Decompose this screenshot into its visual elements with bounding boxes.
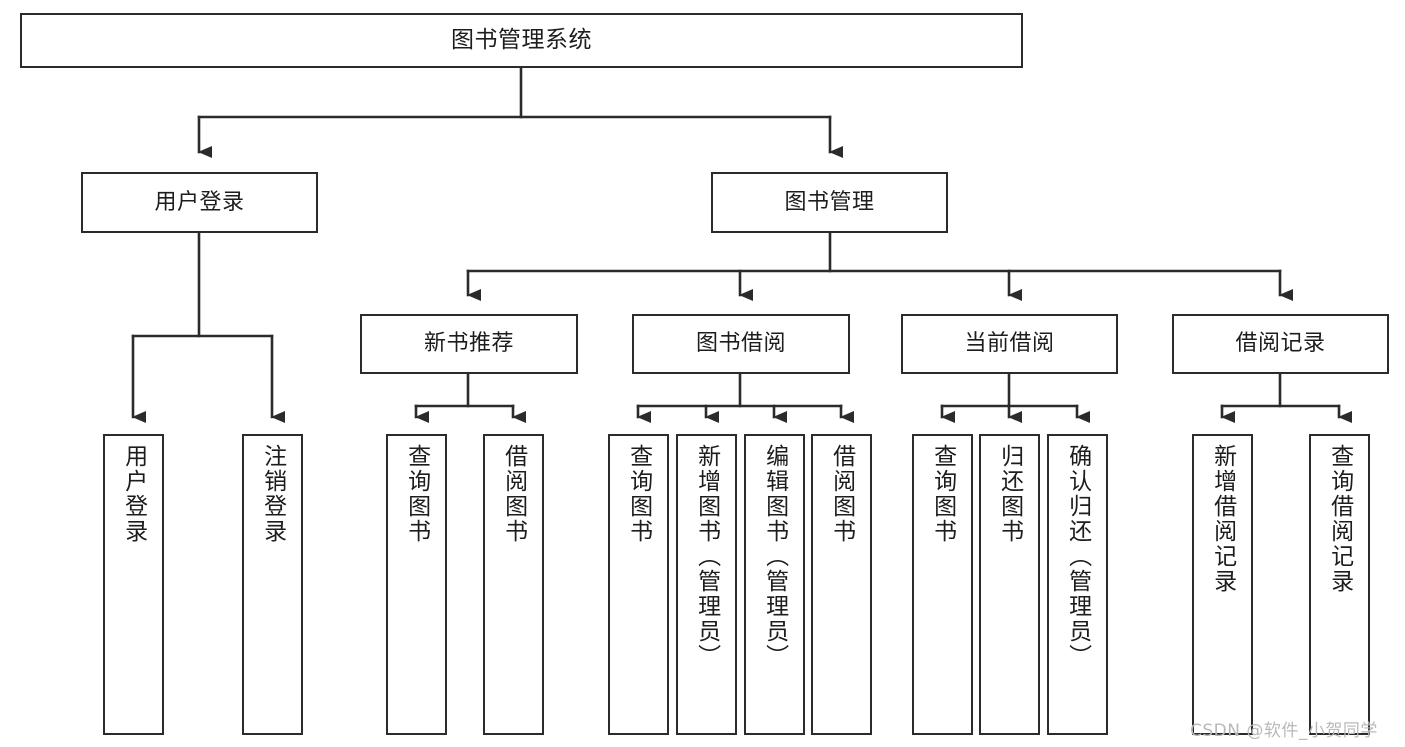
node-leaf-return-book[interactable]: 归还图书 (979, 434, 1040, 735)
node-root-label: 图书管理系统 (451, 26, 592, 53)
node-new-book-rec-label: 新书推荐 (423, 331, 514, 357)
node-leaf-borrow-book-1-label: 借阅图书 (500, 444, 527, 544)
node-leaf-add-borrow-record-label: 新增借阅记录 (1209, 444, 1236, 594)
node-leaf-borrow-book-1[interactable]: 借阅图书 (483, 434, 544, 735)
node-book-borrow-label: 图书借阅 (695, 331, 786, 357)
node-leaf-user-login-label: 用户登录 (120, 444, 147, 544)
node-leaf-add-book-admin-label: 新增图书（管理员） (693, 444, 720, 669)
node-new-book-rec[interactable]: 新书推荐 (360, 314, 578, 374)
node-leaf-return-book-label: 归还图书 (996, 444, 1023, 544)
node-current-borrow-label: 当前借阅 (964, 331, 1055, 357)
node-book-borrow[interactable]: 图书借阅 (632, 314, 850, 374)
node-borrow-record[interactable]: 借阅记录 (1172, 314, 1389, 374)
node-book-manage-label: 图书管理 (784, 189, 875, 215)
node-current-borrow[interactable]: 当前借阅 (901, 314, 1118, 374)
node-leaf-query-book-2[interactable]: 查询图书 (608, 434, 669, 735)
node-leaf-query-book-3-label: 查询图书 (929, 444, 956, 544)
node-leaf-confirm-return-admin-label: 确认归还（管理员） (1064, 444, 1091, 669)
node-book-manage[interactable]: 图书管理 (711, 172, 948, 233)
node-root[interactable]: 图书管理系统 (20, 13, 1023, 68)
node-leaf-borrow-book-2[interactable]: 借阅图书 (811, 434, 872, 735)
node-user-login[interactable]: 用户登录 (81, 172, 318, 233)
node-leaf-add-book-admin[interactable]: 新增图书（管理员） (676, 434, 737, 735)
node-leaf-query-borrow-record-label: 查询借阅记录 (1326, 444, 1353, 594)
node-leaf-query-book-1[interactable]: 查询图书 (386, 434, 447, 735)
node-leaf-borrow-book-2-label: 借阅图书 (828, 444, 855, 544)
node-leaf-query-borrow-record[interactable]: 查询借阅记录 (1309, 434, 1370, 735)
node-leaf-edit-book-admin-label: 编辑图书（管理员） (761, 444, 788, 669)
node-leaf-confirm-return-admin[interactable]: 确认归还（管理员） (1047, 434, 1108, 735)
node-borrow-record-label: 借阅记录 (1235, 331, 1326, 357)
node-leaf-add-borrow-record[interactable]: 新增借阅记录 (1192, 434, 1253, 735)
node-leaf-query-book-2-label: 查询图书 (625, 444, 652, 544)
node-leaf-query-book-1-label: 查询图书 (403, 444, 430, 544)
node-leaf-user-login[interactable]: 用户登录 (103, 434, 164, 735)
node-leaf-logout[interactable]: 注销登录 (242, 434, 303, 735)
node-user-login-label: 用户登录 (154, 189, 245, 215)
node-leaf-query-book-3[interactable]: 查询图书 (912, 434, 973, 735)
watermark: CSDN @软件_小贺同学 (1190, 721, 1378, 741)
node-leaf-edit-book-admin[interactable]: 编辑图书（管理员） (744, 434, 805, 735)
node-leaf-logout-label: 注销登录 (259, 444, 286, 544)
